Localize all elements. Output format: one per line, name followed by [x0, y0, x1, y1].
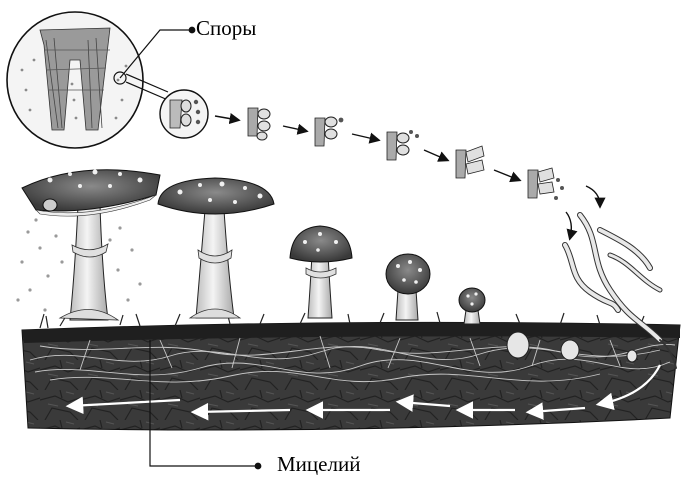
sequence-arrow-3 [352, 134, 378, 140]
basidium-sequence [248, 108, 564, 200]
mushroom-stage-4 [386, 254, 430, 320]
spores-label: Споры [196, 18, 256, 39]
basidium-step-2 [315, 117, 343, 146]
sequence-arrow-4 [424, 150, 447, 160]
sequence-arrow-6 [586, 186, 600, 206]
primordium-3 [627, 350, 637, 362]
basidium-magnification [160, 90, 208, 138]
sequence-arrow-5 [494, 170, 519, 180]
mushroom-stage-2 [158, 178, 274, 318]
basidium-step-4 [456, 146, 484, 178]
mycelium-label: Мицелий [277, 454, 360, 475]
primordium-1 [507, 332, 529, 358]
basidium-step-5 [528, 168, 564, 200]
basidium-step-3 [387, 130, 419, 160]
mushroom-stage-1 [22, 170, 160, 321]
sequence-arrow-7 [566, 212, 571, 238]
sequence-arrow-2 [283, 126, 306, 131]
mushroom-stage-5 [459, 288, 485, 324]
mushroom-stage-3 [290, 226, 352, 318]
gill-magnification [7, 12, 143, 148]
soil-block [22, 312, 680, 430]
primordium-2 [561, 340, 579, 360]
sequence-arrow-1 [215, 116, 238, 120]
basidium-step-1 [248, 108, 270, 140]
